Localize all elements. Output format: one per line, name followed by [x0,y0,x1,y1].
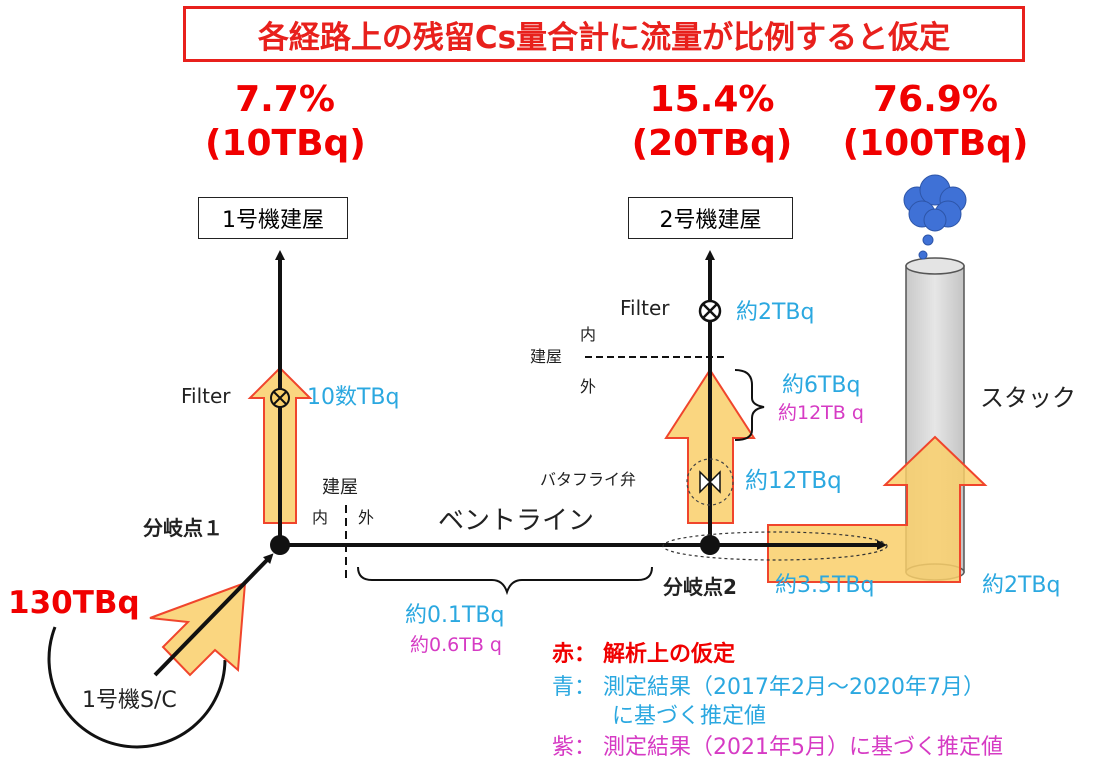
flow-arrow-stack [767,435,988,583]
filter-1-icon [270,388,290,408]
source-amount: 130TBq [8,585,140,621]
legend-blue-text-1: 測定結果（2017年2月〜2020年7月） [603,675,985,700]
unit1-percentage: 7.7% (10TBq) [205,78,366,166]
legend-blue: 青： 測定結果（2017年2月〜2020年7月） [552,675,985,700]
vent-line-bracket [357,566,653,596]
unit1-pct-amount: (10TBq) [205,123,366,164]
legend-red-text: 解析上の仮定 [603,642,736,667]
legend-purple-text: 測定結果（2021年5月）に基づく推定値 [603,735,1004,760]
legend-blue-key: 青： [552,675,597,700]
branch-point-2-value: 約3.5TBq [775,573,875,598]
stack-percentage: 76.9% (100TBq) [838,78,1033,166]
legend-blue-text-2: に基づく推定値 [612,704,767,729]
unit2-upper-blue-value: 約6TBq [782,373,861,398]
filter2-label: Filter [620,296,670,320]
unit2-pct-value: 15.4% [649,79,775,120]
unit2-percentage: 15.4% (20TBq) [627,78,797,166]
stack-pct-amount: (100TBq) [842,123,1029,164]
unit1-pct-value: 7.7% [235,79,335,120]
unit1-inside-label: 内 [312,508,329,527]
vent-line-magenta-value: 約0.6TB q [410,634,502,656]
filter1-label: Filter [181,384,231,408]
unit1-outside-label: 外 [358,508,375,527]
vent-line-label: ベントライン [438,506,595,536]
stack-label: スタック [980,384,1076,412]
page-title: 各経路上の残留Cs量合計に流量が比例すると仮定 [183,6,1025,62]
vent-line-blue-value: 約0.1TBq [405,603,505,628]
butterfly-valve-value: 約12TBq [745,468,842,494]
legend-red-key: 赤： [552,642,597,667]
stack-pct-value: 76.9% [873,79,998,120]
filter2-value: 約2TBq [736,300,815,325]
unit2-brace [734,369,765,441]
smoke-cloud-icon [903,174,967,260]
stack-value: 約2TBq [982,573,1061,598]
butterfly-valve-icon [686,458,734,506]
legend-purple: 紫： 測定結果（2021年5月）に基づく推定値 [552,735,1003,760]
branch-point-2 [700,535,720,555]
filter1-value: 10数TBq [307,385,400,410]
unit2-building-box: 2号機建屋 [628,197,793,239]
sc-label: 1号機S/C [82,688,177,713]
unit2-upper-magenta-value: 約12TB q [778,402,864,424]
unit2-outside-label: 外 [580,377,597,396]
branch-point-2-label: 分岐点2 [663,575,737,599]
branch-point-1 [270,535,290,555]
filter-2-icon [698,299,722,323]
legend-purple-key: 紫： [552,735,597,760]
branch2-highlight [662,531,888,561]
unit1-building-box: 1号機建屋 [198,197,348,239]
unit1-building-label: 建屋 [322,477,358,498]
branch-point-1-label: 分岐点１ [143,516,223,540]
legend-red: 赤： 解析上の仮定 [552,642,735,667]
unit2-inside-label: 内 [580,325,597,344]
butterfly-valve-label: バタフライ弁 [540,470,637,489]
suppression-chamber-circle [47,626,227,749]
unit2-building-label: 建屋 [530,347,563,366]
unit2-pct-amount: (20TBq) [631,123,793,164]
